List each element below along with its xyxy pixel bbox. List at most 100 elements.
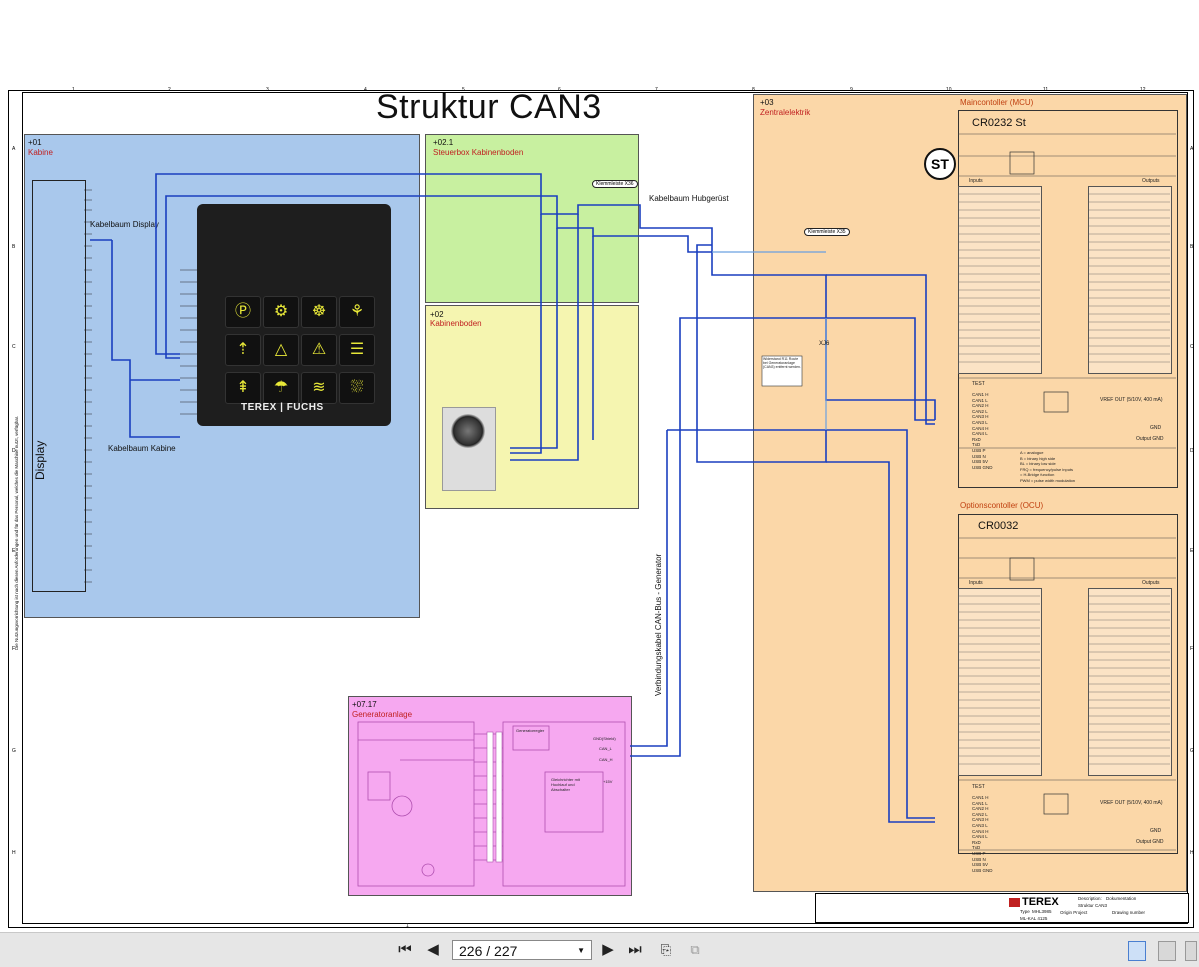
drawing-outer-frame xyxy=(8,90,1194,928)
row-letter: G xyxy=(12,748,16,754)
can-line-label: CAN4 L xyxy=(972,431,988,437)
can-line-label: TxD xyxy=(972,845,981,851)
box-zentralelektrik-id: +03 xyxy=(760,98,774,107)
page-select[interactable]: 226 / 227▼ xyxy=(452,940,592,960)
row-letter: B xyxy=(12,244,16,250)
tb-ml: ML-KAL 4125 xyxy=(1020,916,1048,921)
can-line-label: CAN3 H xyxy=(972,414,989,420)
title-block: TEREX Description: Dokumentation Struktu… xyxy=(815,893,1189,923)
copy-page-icon[interactable]: ⧉ xyxy=(690,942,700,957)
ocu-inputs-label: Inputs xyxy=(969,580,983,586)
klemmleiste-x36: Klemmleiste X36 xyxy=(592,180,638,188)
previous-page-icon[interactable]: ◀ xyxy=(427,941,439,958)
can-line-label: RxD xyxy=(972,436,981,442)
gen-gnd-label: GND(Shield) xyxy=(593,736,616,741)
box-steuerbox-id: +02.1 xyxy=(433,138,454,147)
can-line-label: RxD xyxy=(972,839,981,845)
column-number: 1 xyxy=(72,87,75,93)
column-number: 8 xyxy=(752,87,755,93)
switch-panel-image: Ⓟ ⚙ ☸ ⚘ ⇡ △ ⚠ ☰ ⇞ ☂ ≋ ⛆ TEREX | FUCHS xyxy=(197,204,391,426)
mcu-outputs-block xyxy=(1088,186,1172,374)
tb-type-label: Type xyxy=(1020,909,1030,914)
mcu-st-badge: ST xyxy=(924,148,956,180)
viewer-toolbar: ⏮ ◀ 226 / 227▼ ▶ ⏭ ⎘ ⧉ xyxy=(0,932,1199,967)
can-line-label: USB GND xyxy=(972,464,993,470)
legend-line: B = binary high side xyxy=(1020,455,1056,461)
can-line-label: USB 5V xyxy=(972,862,989,868)
ocu-outputs-label: Outputs xyxy=(1142,580,1160,586)
column-number: 2 xyxy=(168,87,171,93)
row-letter: H xyxy=(1190,850,1194,856)
row-letter: E xyxy=(1190,548,1194,554)
mcu-title: Maincontoller (MCU) xyxy=(960,98,1034,107)
rotate-page-icon[interactable]: ⎘ xyxy=(660,942,672,957)
first-page-icon[interactable]: ⏮ xyxy=(398,941,412,958)
kabelbaum-hubgeruest-label: Kabelbaum Hubgerüst xyxy=(649,194,729,203)
column-number: 3 xyxy=(266,87,269,93)
column-number: 5 xyxy=(462,87,465,93)
gen-12v-label: +15V xyxy=(603,779,613,784)
tb-description: Dokumentation xyxy=(1106,896,1137,901)
mcu-gnd: GND xyxy=(1150,425,1162,431)
box-generator-name: Generatoranlage xyxy=(352,710,413,719)
box-generator-id: +07.17 xyxy=(352,700,377,709)
ocu-model: CR0032 xyxy=(978,520,1019,532)
can-line-label: CAN4 H xyxy=(972,425,989,431)
can-line-label: USB 5V xyxy=(972,459,989,465)
viewer-top-area xyxy=(0,0,1199,85)
can-line-label: CAN3 L xyxy=(972,823,988,828)
can-line-label: CAN3 L xyxy=(972,420,988,425)
verbindungskabel-label: Verbindungskabel CAN-Bus - Generator xyxy=(654,553,663,696)
row-letter: E xyxy=(12,548,16,554)
can-line-label: CAN2 L xyxy=(972,408,988,414)
column-number: 6 xyxy=(558,87,561,93)
continuous-view-icon[interactable] xyxy=(1158,941,1176,961)
tb-type: MHL3985 xyxy=(1032,909,1052,914)
row-letter: B xyxy=(1190,244,1194,250)
ocu-title: Optionscontoller (OCU) xyxy=(960,501,1044,510)
row-letter: F xyxy=(12,646,16,652)
ocu-output-gnd: Output GND xyxy=(1136,839,1164,845)
legend-line: A = analogue xyxy=(1020,450,1044,455)
box-kabine-id: +01 xyxy=(28,138,42,147)
next-page-icon[interactable]: ▶ xyxy=(602,941,614,958)
tb-drawing: Drawing number xyxy=(1112,910,1146,915)
box-kabinenboden-id: +02 xyxy=(430,310,444,319)
column-number: 11 xyxy=(1043,87,1049,93)
gen-gleichrichter-label: Gleichrichter mit Hochlauf und Abschalte… xyxy=(551,777,580,792)
column-number: 7 xyxy=(655,87,658,93)
can-line-label: CAN4 L xyxy=(972,834,988,840)
row-letter: D xyxy=(1190,448,1194,454)
ocu-gnd: GND xyxy=(1150,828,1162,834)
last-page-icon[interactable]: ⏭ xyxy=(628,941,642,958)
box-steuerbox xyxy=(425,134,639,303)
drawing-inner-frame xyxy=(22,92,1188,924)
box-zentralelektrik-name: Zentralelektrik xyxy=(760,108,811,117)
legend-line: FRQ = frequency/pulse inputs xyxy=(1020,466,1074,472)
can-line-label: CAN1 H xyxy=(972,392,989,397)
row-letter: A xyxy=(1190,146,1194,152)
can-line-label: CAN2 H xyxy=(972,806,989,812)
can-line-label: USB N xyxy=(972,856,986,862)
row-letter: A xyxy=(12,146,16,152)
ocu-vref: VREF OUT (5/10V, 400 mA) xyxy=(1100,800,1163,806)
tb-subtitle: Struktur CAN3 xyxy=(1078,903,1108,908)
ocu-inputs-block xyxy=(958,588,1042,776)
wiring-diagram xyxy=(84,133,1176,887)
tb-description-label: Description: xyxy=(1078,896,1102,901)
can-line-label: TxD xyxy=(972,442,981,448)
row-letter: H xyxy=(12,850,16,856)
ocu-test: TEST xyxy=(972,784,985,790)
can-line-label: CAN2 L xyxy=(972,811,988,817)
single-page-view-icon[interactable] xyxy=(1128,941,1146,961)
display-connector-strip xyxy=(32,180,86,592)
xj6-label: XJ6 xyxy=(819,341,830,347)
row-letter: F xyxy=(1190,646,1194,652)
box-kabinenboden-name: Kabinenboden xyxy=(430,319,482,328)
two-page-view-icon[interactable] xyxy=(1185,941,1197,961)
page-mark: 1 xyxy=(406,923,409,929)
mcu-vref: VREF OUT (5/10V, 400 mA) xyxy=(1100,397,1163,403)
side-note: Die Nutzungsvorrichtung ist nach diesen … xyxy=(14,415,19,650)
can-line-label: CAN1 H xyxy=(972,795,989,800)
row-letter: G xyxy=(1190,748,1194,754)
